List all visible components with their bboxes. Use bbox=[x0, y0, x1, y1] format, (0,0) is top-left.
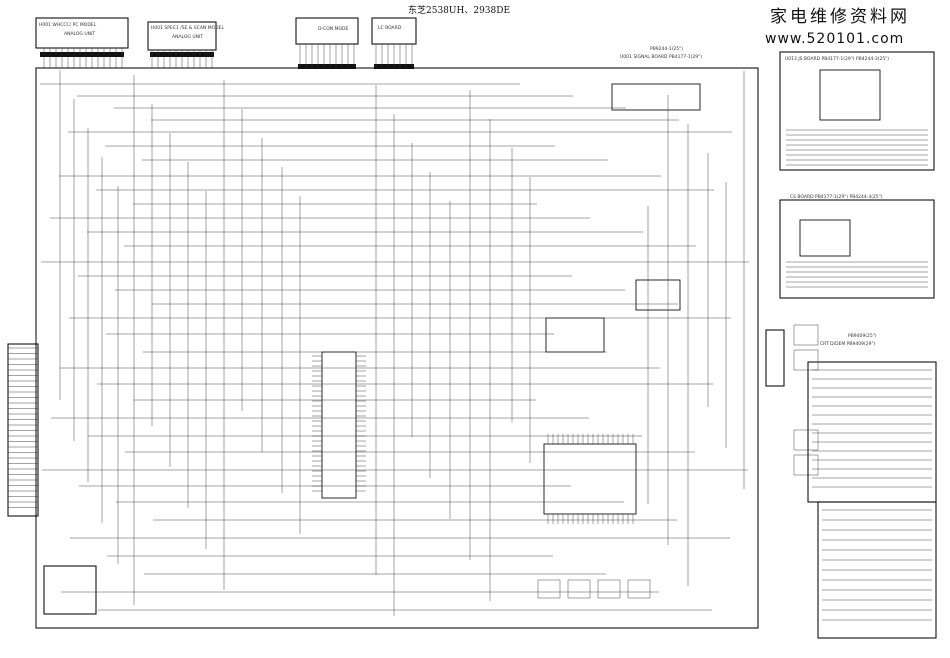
audio-ic bbox=[635, 279, 681, 311]
board-label-top-left-2-sub: ANALOG UNIT bbox=[172, 34, 203, 40]
board-label-top-mid-1: D-CON MODE bbox=[318, 26, 348, 32]
subboard-right-top: U013 JS BOARD PB4177-1(29") PB4244-3(25"… bbox=[779, 51, 935, 171]
board-label-right-lower-2: CRT D/DEM PB9409(29") bbox=[820, 341, 876, 347]
watermark-line-2: www.520101.com bbox=[765, 31, 904, 47]
bottom-left-board bbox=[43, 565, 97, 615]
wiring bbox=[8, 44, 932, 621]
waveform-samples bbox=[537, 324, 819, 599]
deflection-ic bbox=[545, 317, 605, 353]
board-label-signal-2: U001 SIGNAL BOARD PB4177-1(29") bbox=[620, 54, 702, 60]
page-title: 东芝2538UH、2938DE bbox=[408, 4, 510, 16]
watermark-line-1: 家电维修资料网 bbox=[770, 7, 910, 27]
microcontroller-ic bbox=[321, 351, 357, 499]
board-label-right-top: U013 JS BOARD PB4177-1(29") PB4244-3(25"… bbox=[785, 56, 889, 62]
board-label-top-left-1-sub: ANALOG UNIT bbox=[64, 31, 95, 37]
connector-top-mid-1: D-CON MODE bbox=[295, 17, 359, 69]
left-connector-strip bbox=[7, 343, 39, 517]
board-label-top-left-1: H001 WHCCC/ PC MODEL bbox=[39, 22, 97, 28]
tuner-ic bbox=[611, 83, 701, 111]
board-label-signal-1: PB9244-1(25") bbox=[650, 46, 683, 52]
board-label-top-mid-2: LC BOARD bbox=[378, 25, 402, 31]
subboard-right-mid: CS BOARD PB4177-1(29") PB4244-3(25") bbox=[779, 194, 935, 299]
signal-processor-ic bbox=[543, 443, 637, 515]
connector-top-left-1: H001 WHCCC/ PC MODEL ANALOG UNIT bbox=[35, 17, 129, 57]
board-label-top-left-2: H001 SPEC1 /SE & SCAN MODEL bbox=[151, 25, 224, 31]
subboard-right-lower: PB9409(25") CRT D/DEM PB9409(29") bbox=[807, 333, 937, 639]
board-label-right-lower-1: PB9409(25") bbox=[848, 333, 877, 339]
board-label-right-mid: CS BOARD PB4177-1(29") PB4244-3(25") bbox=[790, 194, 883, 200]
right-connector-strip bbox=[765, 329, 785, 387]
main-board-outline bbox=[35, 67, 759, 629]
connector-top-left-2: H001 SPEC1 /SE & SCAN MODEL ANALOG UNIT bbox=[147, 21, 224, 57]
